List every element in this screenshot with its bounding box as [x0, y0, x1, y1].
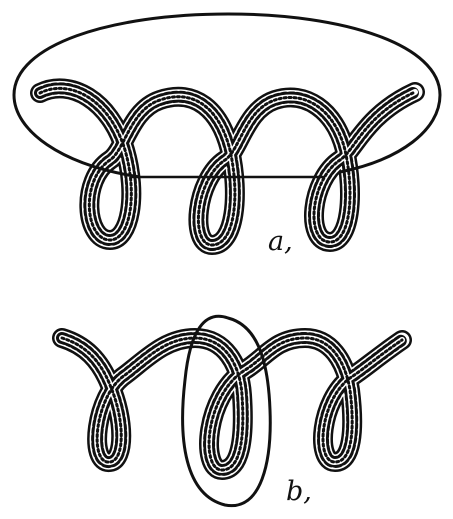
coil-b [62, 338, 402, 470]
panel-a-label: a, [268, 228, 293, 255]
panel-b-label: b, [286, 478, 312, 505]
